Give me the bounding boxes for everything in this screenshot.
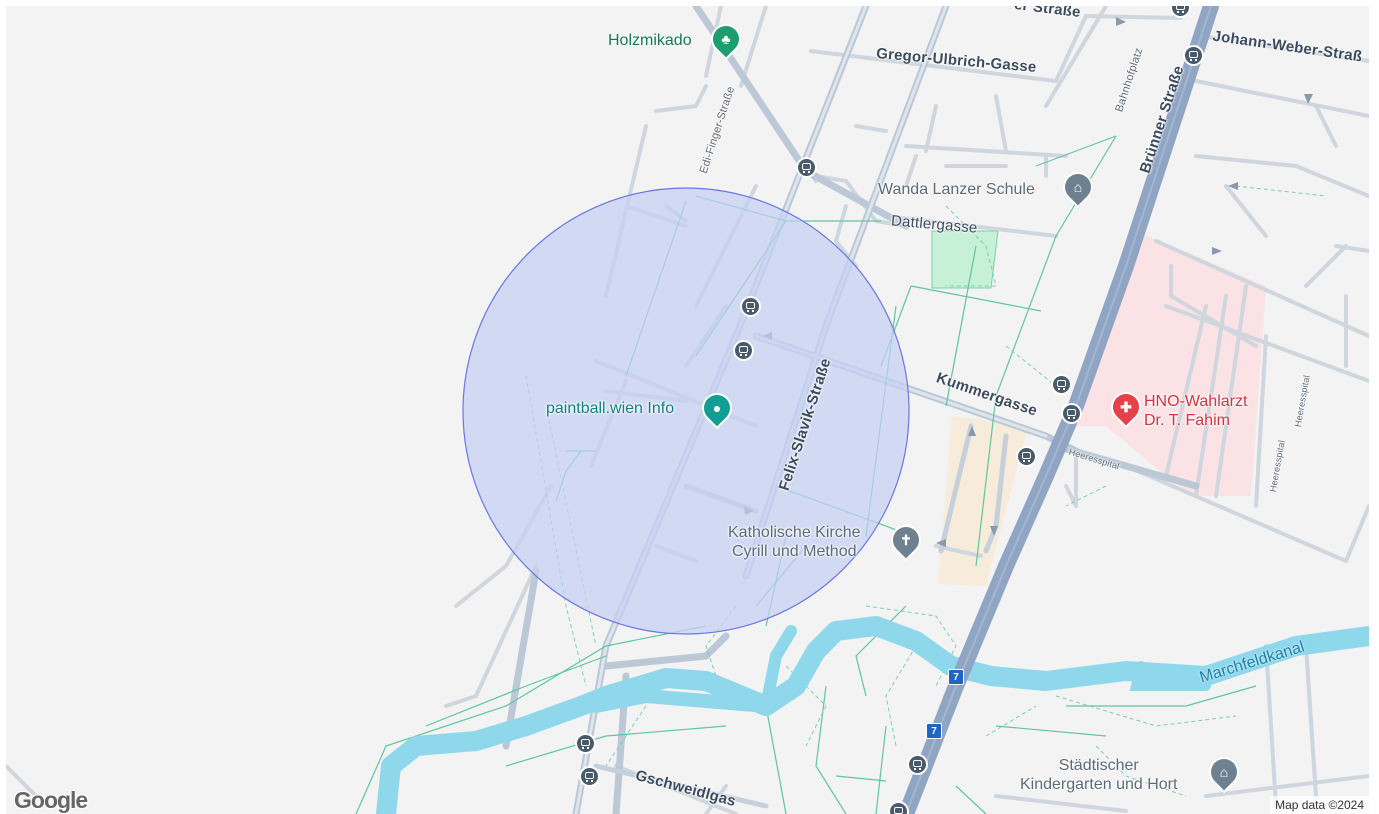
map-canvas[interactable]: er Straße Gregor-Ulbrich-Gasse Johann-We… [6, 6, 1369, 814]
poi-paintball-label[interactable]: paintball.wien Info [546, 400, 675, 417]
route-shield-7: 7 [926, 723, 942, 739]
bus-stop-icon[interactable] [909, 756, 926, 773]
hospital-area [1076, 231, 1266, 496]
bus-stop-icon[interactable] [1063, 405, 1080, 422]
bus-stop-icon[interactable] [1185, 47, 1202, 64]
cross-icon: ✝ [900, 531, 912, 548]
bus-stop-icon[interactable] [798, 159, 815, 176]
graduation-cap-icon: ⌂ [1073, 179, 1083, 195]
poi-holzmikado-pin[interactable]: ♣ [707, 20, 745, 58]
canal [376, 616, 1369, 814]
poi-hno-pin[interactable]: ✚ [1107, 388, 1145, 426]
search-radius-circle [462, 187, 910, 635]
poi-kindergarten-line-1: Städtischer [1058, 757, 1139, 774]
bus-stop-icon[interactable] [890, 803, 907, 814]
route-shield-7: 7 [948, 669, 964, 685]
poi-kindergarten-line-2: Kindergarten und Hort [1020, 776, 1178, 793]
dot-icon: ● [712, 400, 722, 416]
map-base-layer [6, 6, 1369, 814]
poi-holzmikado-label[interactable]: Holzmikado [608, 32, 692, 49]
poi-hno-line-1: HNO-Wahlarzt [1144, 393, 1248, 410]
park-area [931, 230, 999, 289]
tree-icon: ♣ [721, 31, 731, 47]
bus-stop-icon[interactable] [577, 735, 594, 752]
bus-stop-icon[interactable] [735, 342, 752, 359]
poi-kirche-line-2: Cyrill und Method [732, 543, 857, 560]
graduation-cap-icon: ⌂ [1219, 764, 1229, 780]
poi-wanda-lanzer-pin[interactable]: ⌂ [1059, 168, 1097, 206]
poi-paintball-pin[interactable]: ● [698, 389, 736, 427]
poi-hno-line-2: Dr. T. Fahim [1144, 412, 1230, 429]
poi-kirche-pin[interactable]: ✝ [887, 521, 925, 559]
poi-kindergarten-pin[interactable]: ⌂ [1205, 753, 1243, 791]
bus-stop-icon[interactable] [1172, 6, 1189, 16]
bus-stop-icon[interactable] [1053, 376, 1070, 393]
poi-hno-label[interactable]: HNO-Wahlarzt Dr. T. Fahim [1144, 392, 1247, 430]
bus-stop-icon[interactable] [742, 298, 759, 315]
bus-stop-icon[interactable] [1018, 448, 1035, 465]
poi-kindergarten-label[interactable]: Städtischer Kindergarten und Hort [1020, 756, 1177, 794]
medical-cross-icon: ✚ [1120, 398, 1132, 415]
poi-wanda-lanzer-label[interactable]: Wanda Lanzer Schule [878, 181, 1035, 198]
poi-kirche-line-1: Katholische Kirche [728, 524, 861, 541]
google-logo: Google [14, 787, 88, 813]
bus-stop-icon[interactable] [581, 768, 598, 785]
poi-kirche-label[interactable]: Katholische Kirche Cyrill und Method [728, 523, 861, 561]
map-attribution: Map data ©2024 [1270, 796, 1369, 814]
